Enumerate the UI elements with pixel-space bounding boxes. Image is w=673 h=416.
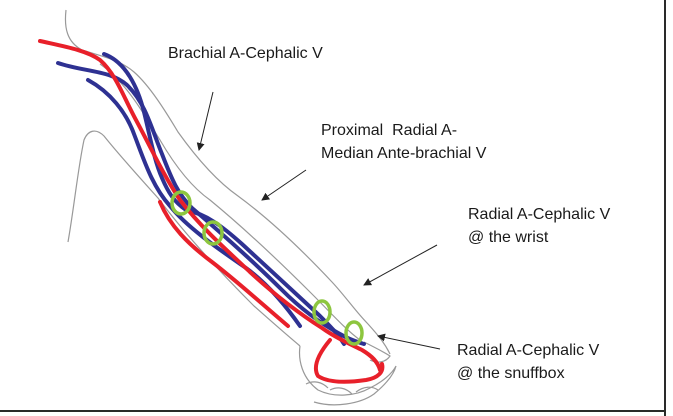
- fistula-marker-snuffbox: [344, 320, 364, 346]
- label-wrist-line2: @ the wrist: [468, 229, 549, 246]
- arrow-snuffbox: [377, 333, 441, 350]
- pointer-arrows: [196, 91, 441, 350]
- label-radial-cephalic-snuffbox: Radial A-Cephalic V @ the snuffbox: [457, 339, 599, 385]
- fistula-marker-proximal-radial: [202, 220, 224, 246]
- arrow-brachial: [196, 91, 214, 151]
- label-wrist-line1: Radial A-Cephalic V: [468, 206, 611, 223]
- label-snuffbox-line1: Radial A-Cephalic V: [457, 342, 600, 359]
- upper-arm-outline-top: [64, 9, 391, 355]
- hand-outline: [298, 345, 397, 406]
- frame-border-bottom: [0, 410, 666, 412]
- fistula-markers: [170, 190, 364, 346]
- forearm-outline-top-inner: [99, 63, 361, 341]
- arrow-wrist: [363, 244, 438, 286]
- label-proximal-radial-median: Proximal Radial A- Median Ante-brachial …: [321, 119, 486, 165]
- fistula-marker-wrist: [312, 299, 332, 325]
- label-snuffbox-line2: @ the snuffbox: [457, 365, 565, 382]
- palmar-arch: [313, 338, 385, 384]
- arrow-proximal-radial: [261, 169, 307, 201]
- label-proximal-line2: Median Ante-brachial V: [321, 145, 487, 162]
- label-brachial-text: Brachial A-Cephalic V: [168, 45, 323, 62]
- label-proximal-line1: Proximal Radial A-: [321, 122, 458, 139]
- label-brachial-cephalic: Brachial A-Cephalic V: [168, 42, 323, 65]
- fistula-marker-brachial: [170, 190, 192, 216]
- hand-fingers: [305, 381, 379, 395]
- upper-arm-outline-back: [67, 130, 301, 347]
- arm-outline: [64, 9, 397, 406]
- ulnar-artery: [158, 200, 290, 328]
- frame-border-right: [664, 0, 666, 416]
- label-radial-cephalic-wrist: Radial A-Cephalic V @ the wrist: [468, 203, 610, 249]
- median-antebrachial-vein: [102, 52, 346, 346]
